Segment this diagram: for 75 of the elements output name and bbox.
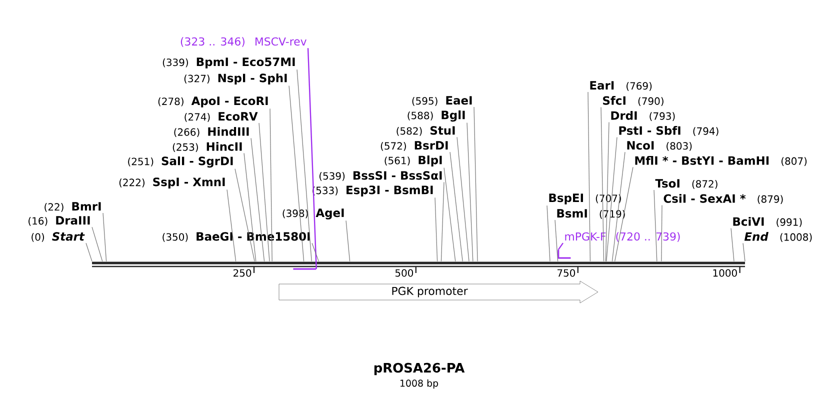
leader-line [270,108,272,262]
site-label: NcoI (803) [627,141,692,151]
leader-line [234,168,255,262]
tick-label: 500 [395,269,414,277]
site-label: PstI - SbfI (794) [619,126,718,136]
site-label: SfcI (790) [603,96,664,106]
leader-line [86,242,92,262]
site-label: (0) Start [32,232,85,242]
leader-line [258,122,270,262]
leader-line [546,205,550,262]
leader-line [434,197,438,262]
site-label: EarI (769) [590,81,652,91]
leader-line [588,92,590,262]
tick-label: 250 [234,269,252,277]
site-label: (278) ApoI - EcoRI [158,96,268,108]
site-label: BsmI (719) [557,209,625,219]
leader-line [250,138,265,262]
leader-line [730,228,734,262]
leader-line [614,166,634,262]
site-label: (561) BlpI [384,155,442,167]
site-label: (327) NspI - SphI [184,73,287,85]
sequence-length: 1008 bp [400,379,438,389]
site-label: (22) BmrI [44,202,101,212]
leader-line [606,136,618,262]
site-label: (274) EcoRV [184,112,258,122]
map-title: pROSA26-PA [374,362,465,376]
site-label: BciVI (991) [733,217,802,228]
leader-line [296,69,312,262]
sequence-backbone [92,262,745,268]
leader-line [612,152,626,262]
leader-line [661,204,662,262]
site-label: MflI * - BstYI - BamHI (807) [635,156,807,166]
leader-line [312,242,319,262]
leader-line [558,242,564,250]
leader-line [654,190,658,262]
leader-line [92,226,103,262]
site-label: (16) DraIII [28,216,90,226]
site-label: (595) EaeI [412,96,472,106]
primer-mark [293,268,316,270]
tick-label: 750 [558,269,576,277]
leader-line [346,220,350,262]
site-label: TsoI (872) [655,179,718,189]
site-label: (398) AgeI [282,208,344,220]
site-label: (339) BpmI - Eco57MI [162,58,295,68]
leader-line [226,189,236,262]
site-label: (350) BaeGI - Bme1580I [162,232,310,242]
site-label: BspEI (707) [549,194,621,204]
site-label: (222) SspI - XmnI [119,178,225,188]
leader-line [474,106,478,262]
site-label: (266) HindIII [174,127,249,138]
site-label: (539) BssSI - BssSαI [320,171,442,181]
leader-line [102,212,107,262]
leader-line [307,48,317,270]
leader-line [466,122,474,262]
tick-label: 1000 [713,269,737,277]
site-label: DrdI (793) [611,111,675,122]
site-label: CsiI - SexAI * (879) [664,194,783,204]
leader-line [600,106,604,262]
leader-line [288,85,304,262]
site-label: (582) StuI [396,126,455,136]
leader-line [605,122,610,262]
site-label: End (1008) [744,232,812,242]
site-label: (572) BsrDI [380,141,448,151]
leader-line [244,152,256,262]
leader-line [440,182,444,262]
leader-line [554,220,558,262]
site-label: (251) SalI - SgrDI [128,156,233,168]
leader-line [450,152,463,262]
leader-line [742,242,746,262]
site-label: (588) BglI [408,110,465,122]
site-label: (253) HincII [172,142,242,152]
leader-line [456,136,470,262]
leader-line [444,167,456,262]
primer-mark [558,250,571,259]
primer-label: (323 .. 346) MSCV-rev [180,37,306,47]
